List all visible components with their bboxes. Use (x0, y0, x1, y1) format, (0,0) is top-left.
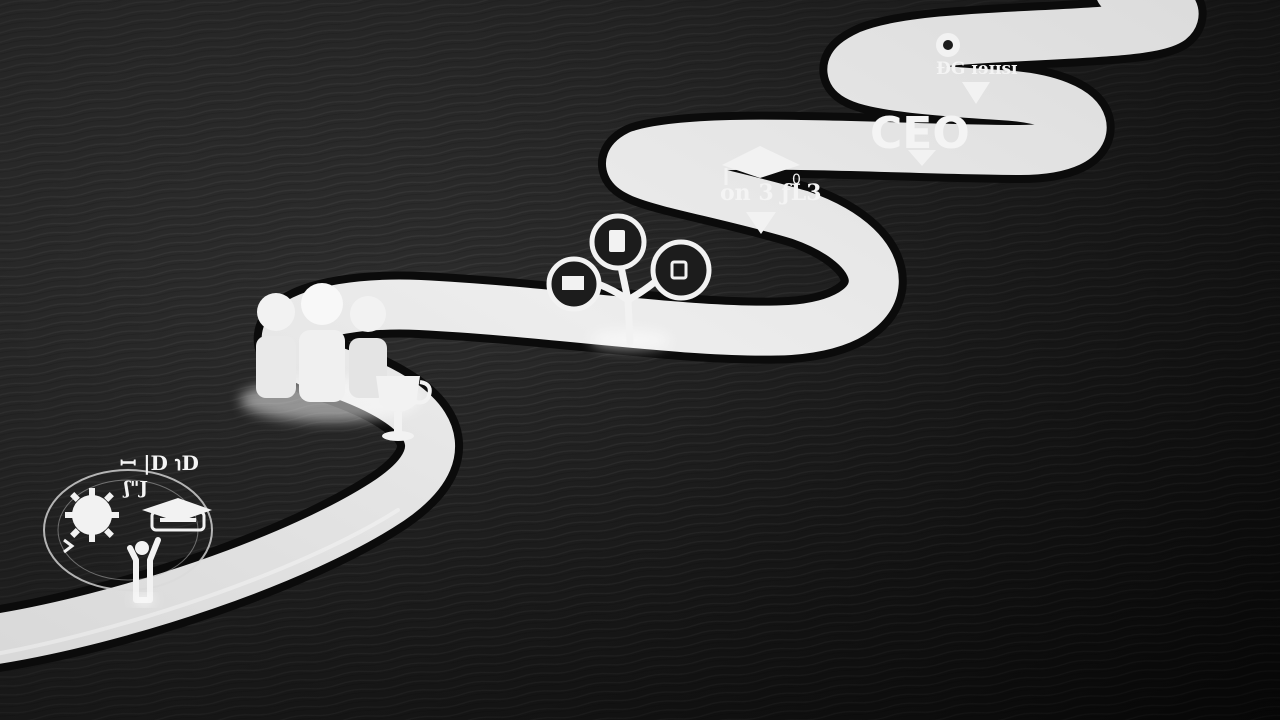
location-pin-icon (746, 212, 776, 234)
network-tree-icon (546, 213, 712, 350)
ceo-milestone: CEO (870, 108, 970, 166)
education-milestone: 0 on 3 ƒL3 (720, 146, 822, 234)
ceo-pointer-icon (908, 150, 936, 166)
person-icon (127, 537, 161, 604)
gear-icon (65, 488, 119, 542)
education-small-text: 0 (792, 172, 801, 188)
executive-milestone: ÐG ɪɘɪɪsɪ (936, 33, 1018, 104)
trophy-icon (376, 376, 432, 441)
start-marks: ꟷ |D ℩D (120, 451, 199, 475)
executive-text: ÐG ɪɘɪɪsɪ (936, 59, 1018, 79)
target-icon (936, 33, 960, 57)
graduation-cap-icon (142, 498, 212, 532)
education-cap-icon (722, 146, 800, 185)
start-sub-marks: ʃ"J (122, 478, 148, 499)
executive-pointer-icon (962, 82, 990, 104)
milestone-start: ꟷ |D ℩D ʃ"J (43, 451, 213, 604)
education-text: on 3 ƒL3 (720, 180, 822, 206)
